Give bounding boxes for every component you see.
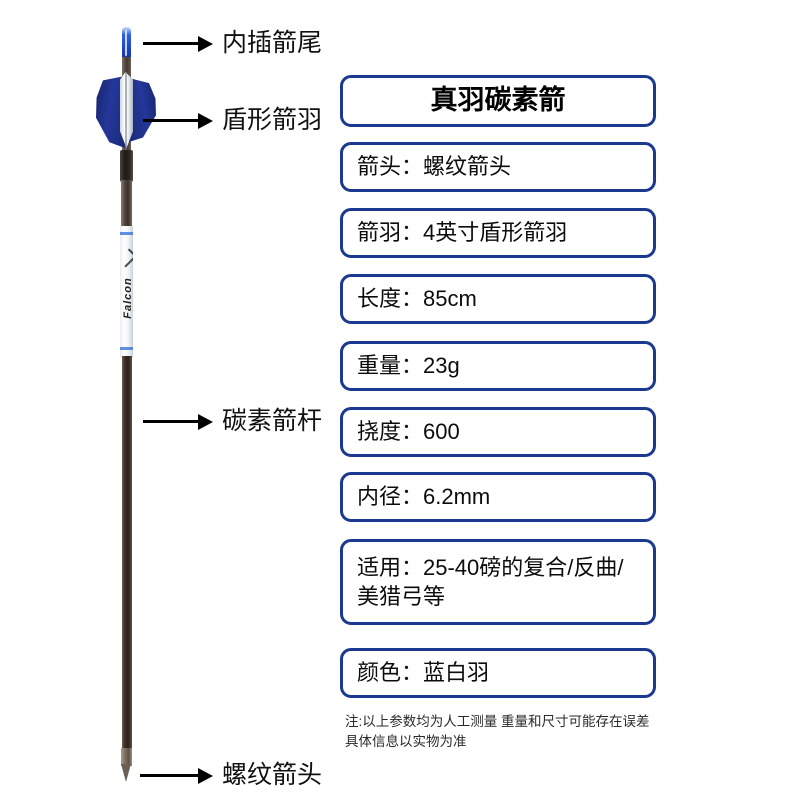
- arrow-head-icon: [198, 413, 213, 430]
- point-collar: [121, 748, 132, 766]
- arrow-head-icon: [198, 112, 213, 129]
- spec-row-color: 颜色：蓝白羽: [340, 648, 656, 698]
- spec-panel: 真羽碳素箭 箭头：螺纹箭头 箭羽：4英寸盾形箭羽 长度：85cm 重量：23g …: [340, 0, 800, 800]
- fletch-wrap: [120, 150, 133, 182]
- wrap-stripe-top: [120, 232, 133, 235]
- product-title: 真羽碳素箭: [430, 85, 566, 116]
- spec-text: 重量：23g: [357, 353, 460, 379]
- footnote-line-2: 具体信息以实物为准: [345, 734, 467, 749]
- callout-label: 盾形箭羽: [222, 106, 323, 134]
- spec-text: 颜色：蓝白羽: [357, 660, 490, 686]
- footnote-line-1: 注:以上参数均为人工测量 重量和尺寸可能存在误差: [345, 714, 650, 729]
- callout-label: 内插箭尾: [222, 29, 323, 57]
- callout-nock: 内插箭尾: [143, 31, 322, 56]
- callout-label: 碳素箭杆: [222, 407, 323, 435]
- spec-text: 适用：25-40磅的复合/反曲/美猎弓等: [357, 554, 624, 609]
- callout-label: 螺纹箭头: [222, 761, 323, 789]
- spec-text: 挠度：600: [357, 419, 460, 445]
- product-photo: Falcon: [0, 0, 330, 800]
- callout-line: [143, 42, 199, 45]
- spec-row-arrowhead: 箭头：螺纹箭头: [340, 142, 656, 192]
- callout-shaft: 碳素箭杆: [143, 409, 322, 434]
- callout-vane: 盾形箭羽: [143, 108, 322, 133]
- arrow-point-tip: [121, 764, 131, 782]
- spec-row-spine: 挠度：600: [340, 407, 656, 457]
- spec-row-length: 长度：85cm: [340, 274, 656, 324]
- arrow-head-icon: [198, 767, 213, 784]
- shaft-lower: [122, 356, 132, 754]
- callout-line: [143, 119, 199, 122]
- spec-row-suitable-bows: 适用：25-40磅的复合/反曲/美猎弓等: [340, 539, 656, 625]
- brand-name: Falcon: [122, 277, 133, 319]
- callout-line: [140, 774, 199, 777]
- callout-line: [143, 420, 199, 423]
- spec-text: 箭羽：4英寸盾形箭羽: [357, 220, 568, 246]
- vane-quill: [125, 72, 127, 150]
- spec-text: 箭头：螺纹箭头: [357, 154, 512, 180]
- spec-row-inner-diameter: 内径：6.2mm: [340, 472, 656, 522]
- nock-highlight: [125, 30, 127, 56]
- shaft-middle: [121, 180, 132, 228]
- product-title-box: 真羽碳素箭: [340, 75, 656, 127]
- spec-text: 长度：85cm: [357, 286, 477, 312]
- arrow-head-icon: [198, 35, 213, 52]
- spec-row-fletching: 箭羽：4英寸盾形箭羽: [340, 208, 656, 258]
- wrap-stripe-bottom: [120, 347, 133, 350]
- callout-point: 螺纹箭头: [140, 763, 322, 788]
- spec-text: 内径：6.2mm: [357, 484, 491, 510]
- spec-row-weight: 重量：23g: [340, 341, 656, 391]
- brand-wrap: Falcon: [120, 226, 133, 358]
